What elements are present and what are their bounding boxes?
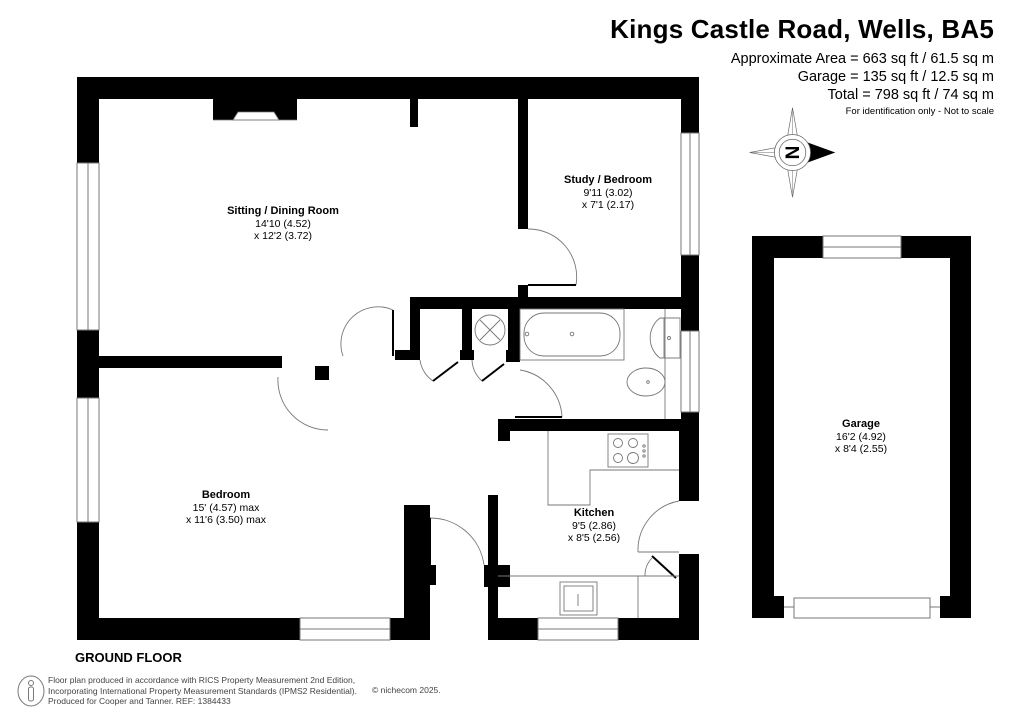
room-sitting-dining: Sitting / Dining Room 14'10 (4.52) x 12'… <box>227 205 339 243</box>
compass-north-icon: N <box>749 107 836 198</box>
room-dimension: x 8'5 (2.56) <box>567 532 621 544</box>
garage-area: Garage = 135 sq ft / 12.5 sq m <box>797 69 994 85</box>
kitchen-fixtures <box>498 431 679 618</box>
total-area: Total = 798 sq ft / 74 sq m <box>827 87 994 103</box>
room-garage: Garage 16'2 (4.92) x 8'4 (2.55) <box>835 418 887 456</box>
person-info-icon <box>17 675 45 707</box>
room-dimension: 16'2 (4.92) <box>836 430 886 443</box>
room-name: Sitting / Dining Room <box>227 205 339 217</box>
chimney-detail <box>213 111 297 121</box>
room-name: Study / Bedroom <box>563 174 653 186</box>
room-dimension: 14'10 (4.52) <box>255 217 311 230</box>
copyright: © nichecom 2025. <box>372 685 441 695</box>
room-dimension: 15' (4.57) max <box>192 501 260 514</box>
door-swings <box>277 228 680 579</box>
room-bedroom: Bedroom 15' (4.57) max x 11'6 (3.50) max <box>186 489 266 527</box>
footer-notes: Floor plan produced in accordance with R… <box>48 675 357 707</box>
bathroom-fixtures <box>474 308 681 419</box>
disclaimer: For identification only - Not to scale <box>845 106 994 117</box>
footer-line: Floor plan produced in accordance with R… <box>48 675 356 685</box>
room-kitchen: Kitchen 9'5 (2.86) x 8'5 (2.56) <box>568 507 620 545</box>
footer-line: Produced for Cooper and Tanner. REF: 138… <box>48 696 231 706</box>
footer-line: Incorporating International Property Mea… <box>48 685 357 696</box>
room-dimension: 9'5 (2.86) <box>571 519 617 532</box>
room-study-bedroom: Study / Bedroom 9'11 (3.02) x 7'1 (2.17) <box>564 174 652 212</box>
floor-name: GROUND FLOOR <box>75 650 182 665</box>
room-name: Garage <box>842 418 880 430</box>
walls <box>77 77 971 640</box>
room-name: Bedroom <box>201 489 251 501</box>
room-dimension: x 12'2 (3.72) <box>253 230 313 242</box>
room-dimension: 9'11 (3.02) <box>583 186 633 199</box>
room-dimension: x 11'6 (3.50) max <box>185 514 267 526</box>
svg-text:N: N <box>783 146 804 160</box>
approximate-area: Approximate Area = 663 sq ft / 61.5 sq m <box>730 51 994 67</box>
room-dimension: x 7'1 (2.17) <box>581 199 635 211</box>
room-dimension: x 8'4 (2.55) <box>834 443 888 455</box>
area-summary: Approximate Area = 663 sq ft / 61.5 sq m… <box>731 50 994 104</box>
room-name: Kitchen <box>573 507 615 519</box>
property-title: Kings Castle Road, Wells, BA5 <box>610 14 994 44</box>
windows <box>76 132 940 641</box>
